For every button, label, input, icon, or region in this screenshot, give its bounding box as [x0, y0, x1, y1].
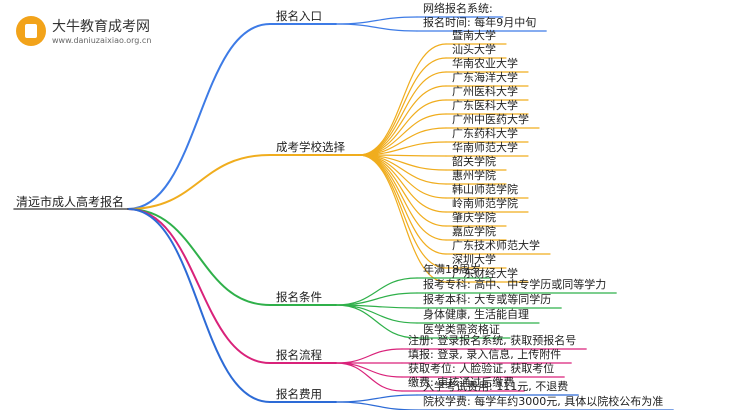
school-item: 广州医科大学 — [452, 85, 518, 98]
item-connector — [358, 154, 447, 227]
logo-subtitle: www.daniuzaixiao.org.cn — [52, 36, 152, 45]
school-item: 暨南大学 — [452, 29, 496, 42]
school-item: 广东海洋大学 — [452, 71, 518, 84]
school-item: 惠州学院 — [452, 169, 496, 182]
item-connector — [358, 43, 447, 156]
root-node: 清远市成人高考报名 — [16, 195, 125, 209]
item-connector — [335, 292, 418, 306]
branch-entry: 报名入口 — [276, 9, 322, 23]
branch-process: 报名流程 — [276, 348, 322, 362]
branch-schools: 成考学校选择 — [276, 140, 345, 154]
process-item: 获取考位: 人脸验证, 获取考位 — [408, 362, 555, 375]
fee-item: 入学考试费用: 111元, 不退费 — [423, 380, 569, 393]
condition-item: 身体健康, 生活能自理 — [423, 308, 529, 321]
item-connector — [358, 154, 447, 241]
entry-item: 网络报名系统: — [423, 2, 493, 15]
school-item: 华南农业大学 — [452, 57, 518, 70]
item-connector — [358, 85, 447, 156]
item-connector — [335, 362, 403, 392]
book-icon — [16, 16, 46, 46]
school-item: 深圳大学 — [452, 253, 496, 266]
branch-connector — [127, 23, 271, 210]
process-item: 缴费: 审核通过后缴费 — [408, 376, 515, 389]
school-item: 广东医科大学 — [452, 99, 518, 112]
branch-connector — [127, 208, 271, 364]
item-connector — [358, 57, 447, 156]
branch-connector — [127, 208, 271, 306]
item-connector — [335, 277, 418, 306]
school-item: 汕头大学 — [452, 43, 496, 56]
school-item: 肇庆学院 — [452, 211, 496, 224]
school-item: 广东技术师范大学 — [452, 239, 540, 252]
school-item: 韶关学院 — [452, 155, 496, 168]
entry-item: 报名时间: 每年9月中旬 — [423, 16, 537, 29]
item-connector — [358, 154, 447, 283]
school-item: 广东财经大学 — [452, 267, 518, 280]
branch-connector — [127, 154, 271, 210]
condition-item: 医学类需资格证 — [423, 323, 500, 336]
branch-conditions: 报名条件 — [276, 290, 322, 304]
process-item: 填报: 登录, 录入信息, 上传附件 — [408, 348, 562, 361]
logo-title: 大牛教育成考网 — [52, 19, 150, 35]
item-connector — [335, 394, 418, 403]
item-connector — [335, 16, 418, 25]
school-item: 嘉应学院 — [452, 225, 496, 238]
condition-item: 报考本科: 大专或等同学历 — [423, 293, 552, 306]
branch-fees: 报名费用 — [276, 387, 322, 401]
item-connector — [335, 362, 403, 378]
school-item: 华南师范大学 — [452, 141, 518, 154]
condition-item: 年满18周岁 — [423, 263, 481, 276]
condition-item: 报考专科: 高中、中专学历或同等学力 — [423, 278, 607, 291]
school-item: 广州中医药大学 — [452, 113, 529, 126]
item-connector — [335, 401, 418, 410]
process-item: 注册: 登录报名系统, 获取预报名号 — [408, 334, 577, 347]
item-connector — [335, 23, 418, 32]
item-connector — [335, 348, 403, 364]
item-connector — [335, 304, 418, 339]
site-logo: 大牛教育成考网 www.daniuzaixiao.org.cn — [16, 14, 166, 50]
item-connector — [358, 71, 447, 156]
item-connector — [358, 99, 447, 156]
school-item: 广东药科大学 — [452, 127, 518, 140]
branch-connector — [127, 208, 271, 403]
fee-item: 院校学费: 每学年约3000元, 具体以院校公布为准 — [423, 395, 664, 408]
item-connector — [358, 113, 447, 156]
school-item: 韩山师范学院 — [452, 183, 518, 196]
school-item: 岭南师范学院 — [452, 197, 518, 210]
